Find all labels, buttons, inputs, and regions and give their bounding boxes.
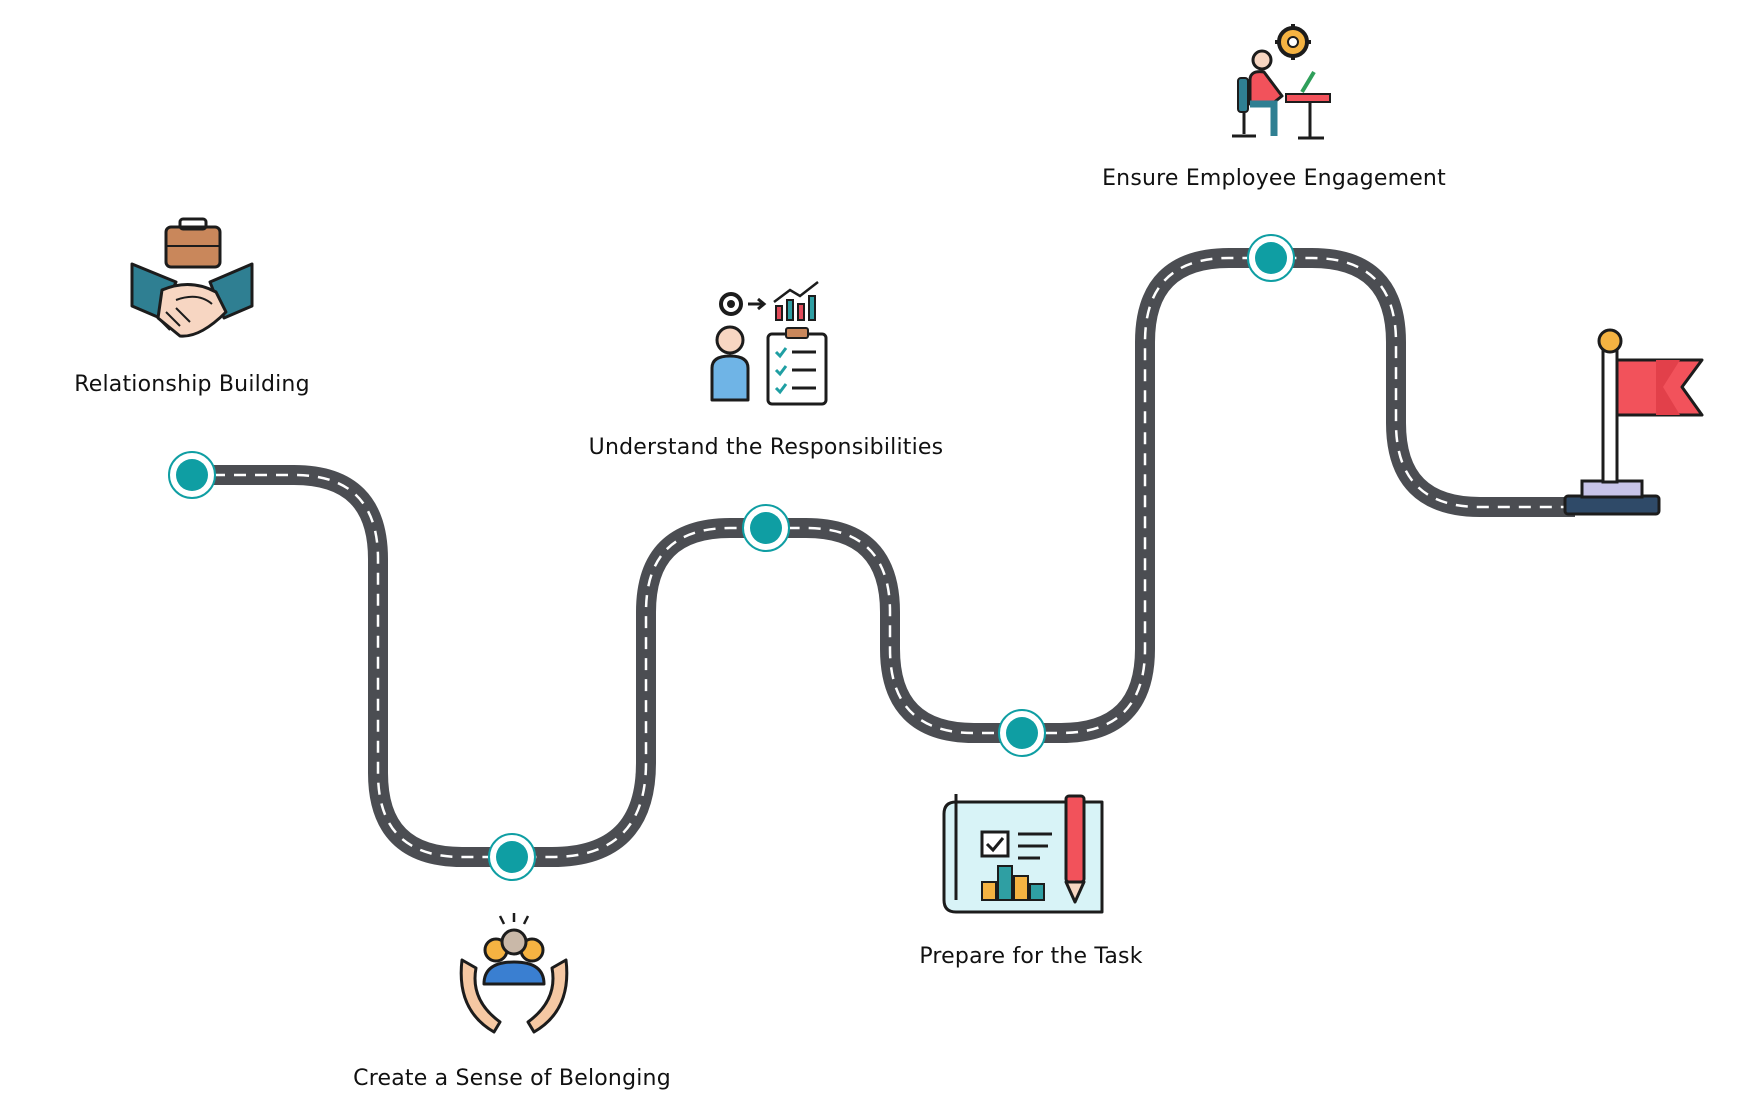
winding-road — [192, 248, 1575, 867]
handshake-icon — [130, 217, 254, 338]
red-flag-icon — [1563, 328, 1704, 516]
blueprint-pencil-icon — [942, 794, 1104, 914]
road-surface — [192, 248, 1575, 867]
step-label-understand-responsibilities: Understand the Responsibilities — [588, 435, 944, 460]
step-label-prepare-for-task: Prepare for the Task — [919, 944, 1143, 969]
step-label-employee-engagement: Ensure Employee Engagement — [1102, 166, 1446, 191]
milestone-5 — [1247, 234, 1295, 282]
milestone-2 — [488, 833, 536, 881]
step-label-relationship-building: Relationship Building — [74, 372, 310, 397]
hands-holding-team-icon — [459, 913, 569, 1034]
milestone-1 — [168, 451, 216, 499]
person-checklist-icon — [710, 281, 828, 406]
step-label-sense-of-belonging: Create a Sense of Belonging — [353, 1066, 671, 1091]
milestone-4 — [998, 709, 1046, 757]
road-marking — [192, 256, 1575, 859]
person-at-desk-icon — [1232, 24, 1331, 140]
milestone-3 — [742, 504, 790, 552]
